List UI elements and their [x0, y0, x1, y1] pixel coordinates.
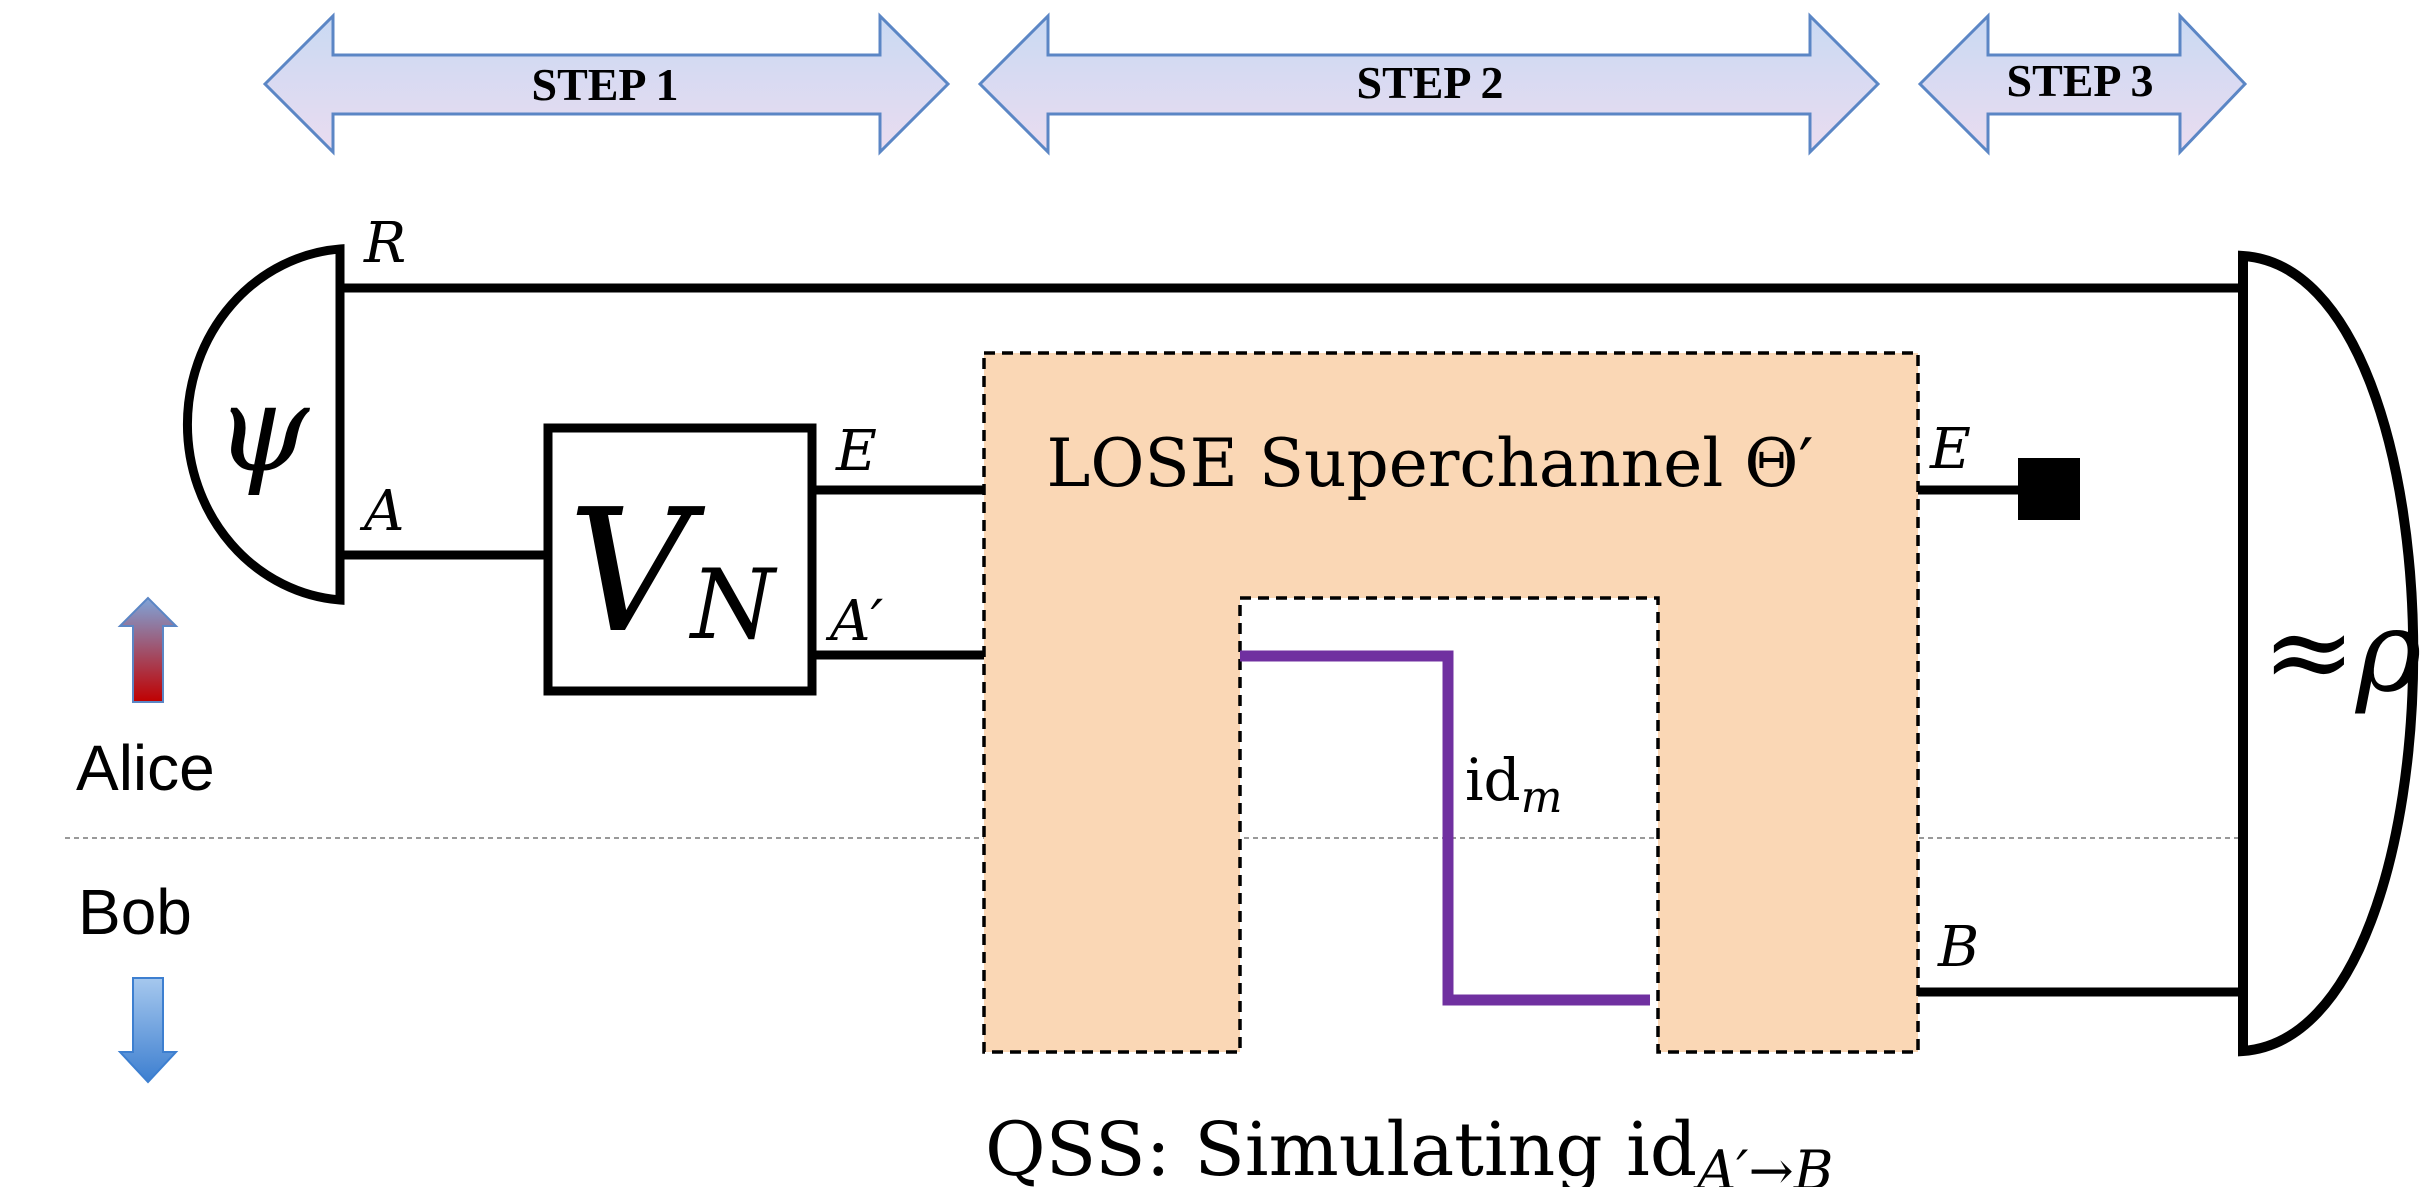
wire-a-label: A — [359, 479, 404, 544]
bob-label: Bob — [78, 876, 192, 948]
output-label: ≈ρ — [2262, 587, 2422, 717]
identity-subscript: m — [1521, 772, 1563, 823]
output-state — [2238, 250, 2419, 1057]
bob-arrow — [117, 977, 179, 1084]
isometry-subscript: N — [689, 549, 778, 661]
psi-state — [182, 244, 345, 605]
isometry-script: V — [568, 473, 706, 671]
identity-wire — [1240, 650, 1650, 1006]
caption-text: QSS: Simulating id — [985, 1107, 1697, 1187]
psi-symbol: ψ — [215, 360, 311, 499]
step-3-arrow: STEP 3 — [1917, 12, 2248, 156]
step-1-arrow: STEP 1 — [262, 12, 951, 156]
superchannel-box — [982, 351, 1920, 1054]
isometry-box — [543, 423, 817, 696]
caption: QSS: Simulating idA′→B — [985, 1107, 1833, 1187]
wire-e-out-label: E — [1929, 417, 1971, 482]
identity-label: idm — [1465, 746, 1562, 823]
wire-e-in-label: E — [835, 419, 877, 484]
step-1-label: STEP 1 — [531, 59, 678, 110]
wire-r-label: R — [363, 211, 406, 276]
wire-a-prime-label: A′ — [825, 589, 883, 654]
trace-square — [2018, 458, 2080, 520]
step-2-arrow: STEP 2 — [977, 12, 1881, 156]
identity-base: id — [1465, 746, 1521, 814]
step-3-label: STEP 3 — [2006, 55, 2153, 106]
wire-b-label: B — [1937, 915, 1979, 980]
step-2-label: STEP 2 — [1356, 57, 1503, 108]
caption-subscript: A′→B — [1692, 1139, 1833, 1187]
superchannel-label: LOSE Superchannel Θ′ — [1047, 425, 1814, 502]
isometry-label: VN — [568, 473, 778, 671]
alice-label: Alice — [76, 732, 215, 804]
alice-arrow — [117, 596, 179, 703]
